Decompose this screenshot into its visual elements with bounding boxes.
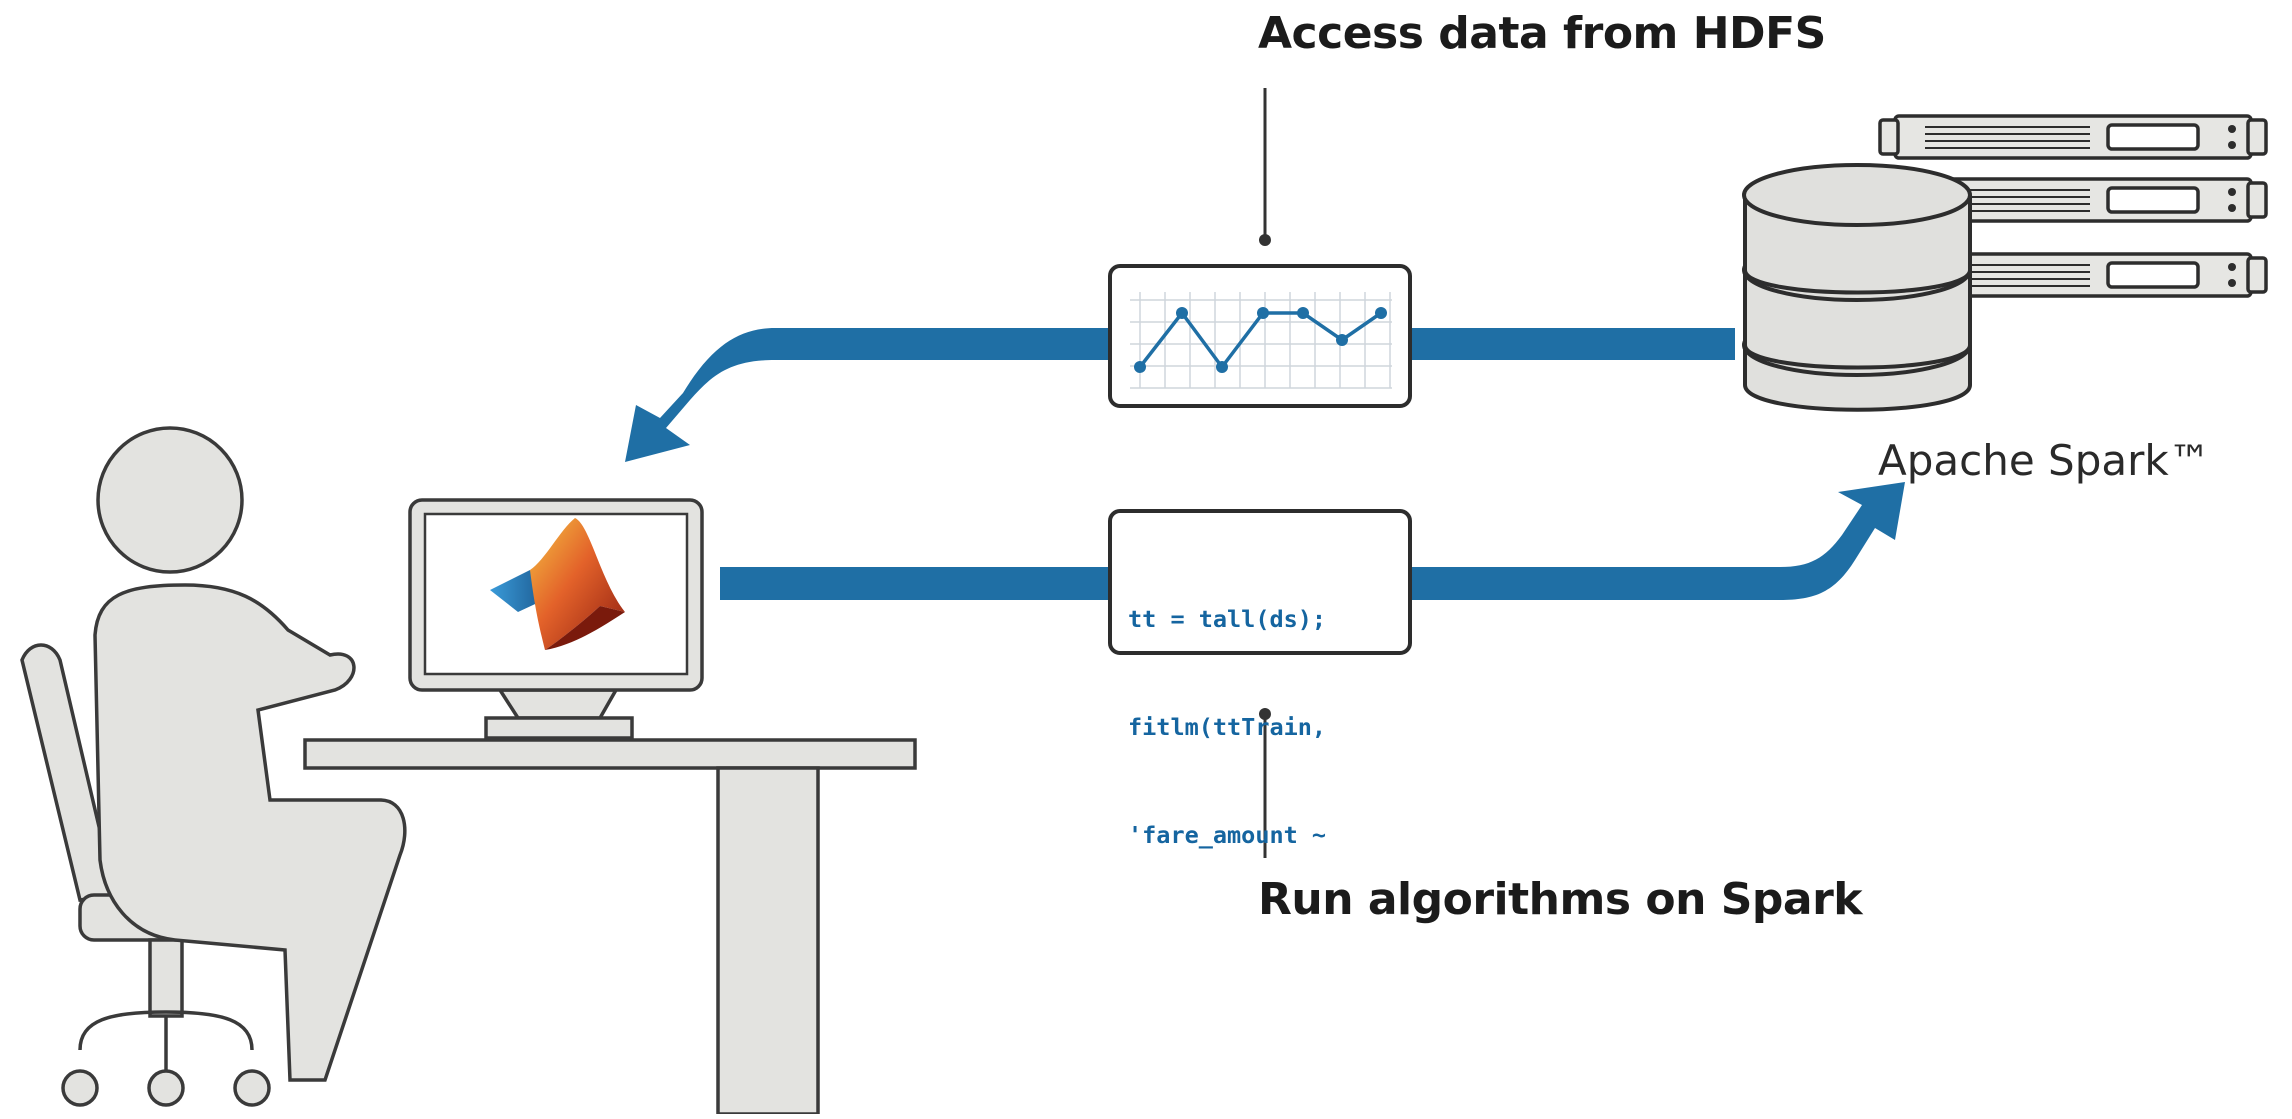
arrow-to-spark	[720, 482, 1905, 600]
label-run-algorithms: Run algorithms on Spark	[1258, 874, 1863, 925]
code-line: fitlm(ttTrain,	[1128, 713, 1327, 741]
code-line: tt = tall(ds);	[1128, 605, 1327, 633]
code-line: 'fare_amount ~	[1128, 821, 1327, 849]
person-icon	[93, 426, 407, 1082]
database-icon	[1742, 163, 1972, 412]
code-snippet: tt = tall(ds); fitlm(ttTrain, 'fare_amou…	[1128, 529, 1408, 889]
connector-bottom	[1259, 708, 1271, 858]
connector-top	[1259, 88, 1271, 246]
desk-icon	[303, 738, 917, 1116]
chart-panel-icon	[1108, 264, 1412, 408]
label-apache-spark: Apache Spark™	[1878, 436, 2211, 485]
monitor-icon	[408, 498, 704, 740]
matlab-logo-icon	[490, 518, 625, 650]
label-access-data: Access data from HDFS	[1258, 8, 1826, 59]
code-panel-icon	[1108, 509, 1412, 655]
